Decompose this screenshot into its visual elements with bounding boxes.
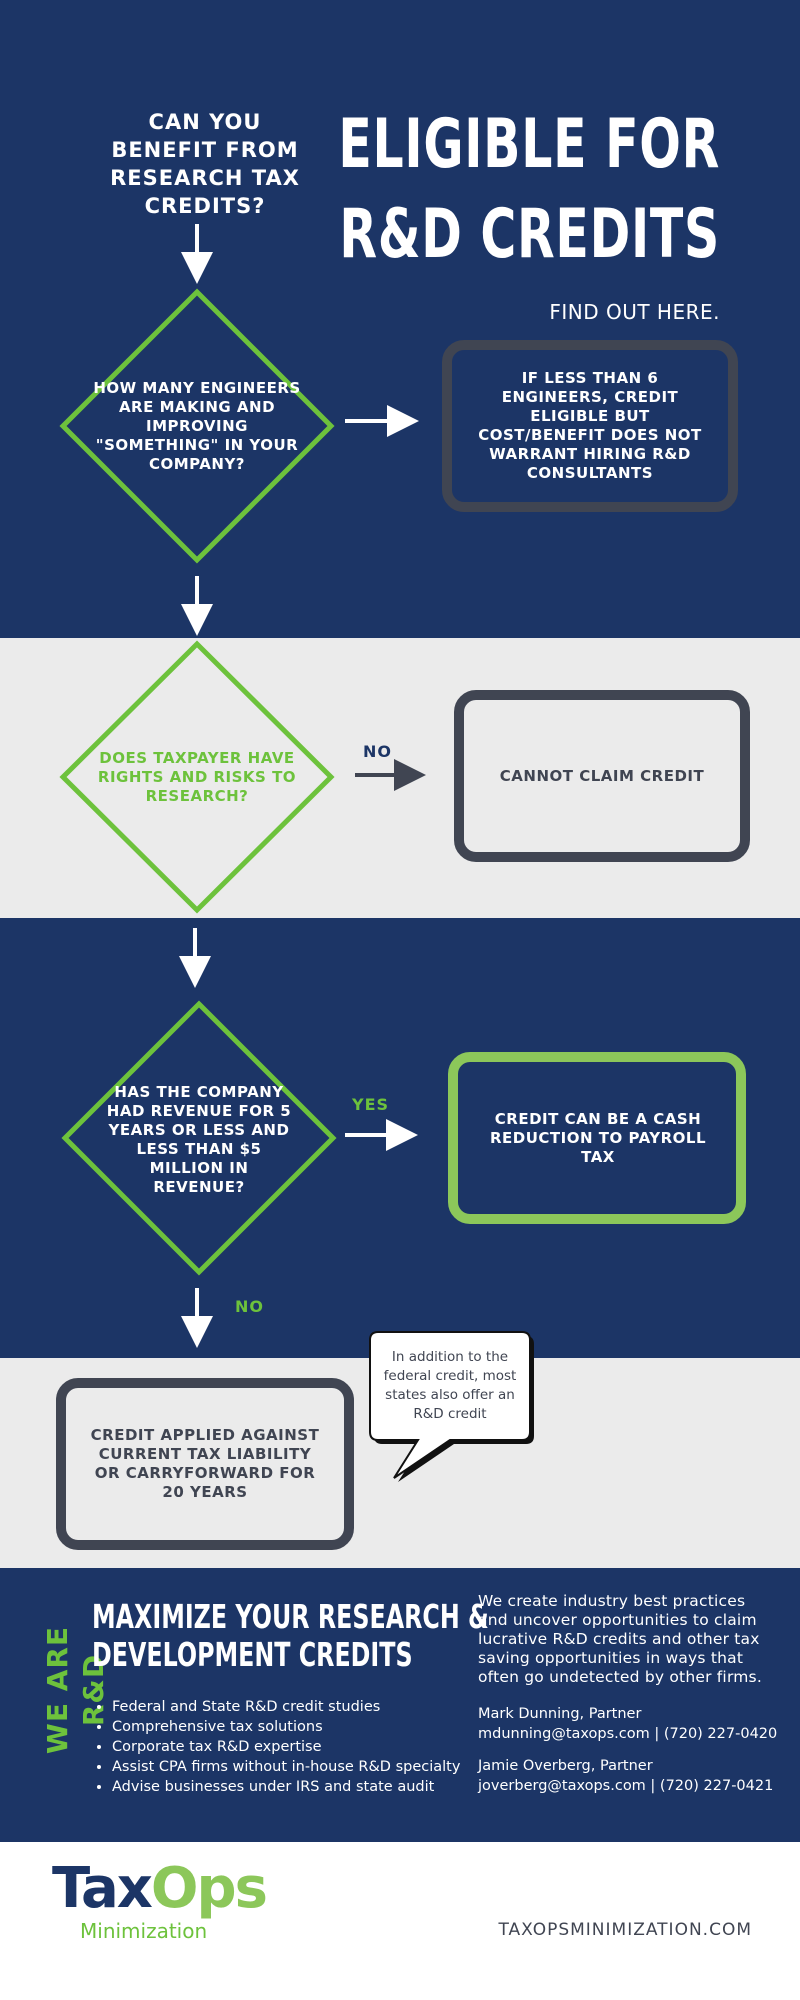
contact-mark: Mark Dunning, Partner mdunning@taxops.co…: [478, 1704, 778, 1744]
headline: ELIGIBLE FOR R&D CREDITS: [120, 100, 720, 280]
result-consultants: IF LESS THAN 6 ENGINEERS, CREDIT ELIGIBL…: [478, 369, 702, 482]
callout-bubble: [369, 1331, 531, 1479]
callout-text: In addition to the federal credit, most …: [383, 1349, 517, 1422]
header-band: [0, 0, 800, 638]
service-item: Advise businesses under IRS and state au…: [112, 1777, 472, 1797]
website-link[interactable]: TAXOPSMINIMIZATION.COM: [498, 1920, 752, 1940]
service-item: Corporate tax R&D expertise: [112, 1737, 472, 1757]
label-no-revenue: NO: [235, 1297, 264, 1316]
about-heading-line-1: MAXIMIZE YOUR RESEARCH &: [92, 1597, 489, 1636]
label-no-rights: NO: [363, 742, 392, 761]
label-yes-revenue: YES: [352, 1095, 390, 1114]
logo-ops: Ops: [150, 1856, 268, 1921]
service-item: Federal and State R&D credit studies: [112, 1697, 472, 1717]
service-item: Comprehensive tax solutions: [112, 1717, 472, 1737]
about-description: We create industry best practices and un…: [478, 1592, 762, 1686]
diamond-rights: [59, 640, 335, 914]
result-box-payroll: [448, 1052, 746, 1224]
result-box-carryforward: [56, 1378, 354, 1550]
contact-info[interactable]: joverberg@taxops.com | (720) 227-0421: [478, 1778, 774, 1794]
taxops-logo[interactable]: TaxOps Minimization: [52, 1856, 268, 1943]
about-heading: MAXIMIZE YOUR RESEARCH & DEVELOPMENT CRE…: [92, 1598, 692, 1674]
contact-jamie: Jamie Overberg, Partner joverberg@taxops…: [478, 1756, 778, 1796]
diamond-engineers: [59, 288, 335, 564]
headline-line-1: ELIGIBLE FOR: [338, 105, 720, 184]
contact-name: Jamie Overberg, Partner: [478, 1758, 653, 1774]
question-engineers: HOW MANY ENGINEERS ARE MAKING AND IMPROV…: [93, 378, 301, 473]
services-list: Federal and State R&D credit studies Com…: [92, 1697, 472, 1797]
result-cannot-claim: CANNOT CLAIM CREDIT: [499, 766, 705, 785]
question-revenue: HAS THE COMPANY HAD REVENUE FOR 5 YEARS …: [106, 1083, 292, 1196]
intro-question: CAN YOU BENEFIT FROM RESEARCH TAX CREDIT…: [110, 110, 300, 218]
logo-subtitle: Minimization: [80, 1919, 208, 1943]
result-box-consultants: [442, 340, 738, 512]
about-band: [0, 1568, 800, 1842]
about-heading-line-2: DEVELOPMENT CREDITS: [92, 1635, 413, 1674]
result-box-cannot-claim: [454, 690, 750, 862]
diamond-revenue: [61, 1000, 337, 1276]
logo-tax: Tax: [52, 1856, 153, 1921]
we-are-rd-label: WE ARE R&D: [41, 1625, 110, 1755]
result-carryforward: CREDIT APPLIED AGAINST CURRENT TAX LIABI…: [90, 1426, 320, 1501]
headline-line-2: R&D CREDITS: [339, 195, 720, 274]
question-rights: DOES TAXPAYER HAVE RIGHTS AND RISKS TO R…: [97, 748, 297, 805]
result-payroll: CREDIT CAN BE A CASH REDUCTION TO PAYROL…: [489, 1109, 707, 1166]
footer-band: [0, 1842, 800, 2000]
find-out-label: FIND OUT HERE.: [549, 300, 720, 324]
service-item: Assist CPA firms without in-house R&D sp…: [112, 1757, 472, 1777]
contact-name: Mark Dunning, Partner: [478, 1706, 642, 1722]
contact-info[interactable]: mdunning@taxops.com | (720) 227-0420: [478, 1726, 778, 1742]
